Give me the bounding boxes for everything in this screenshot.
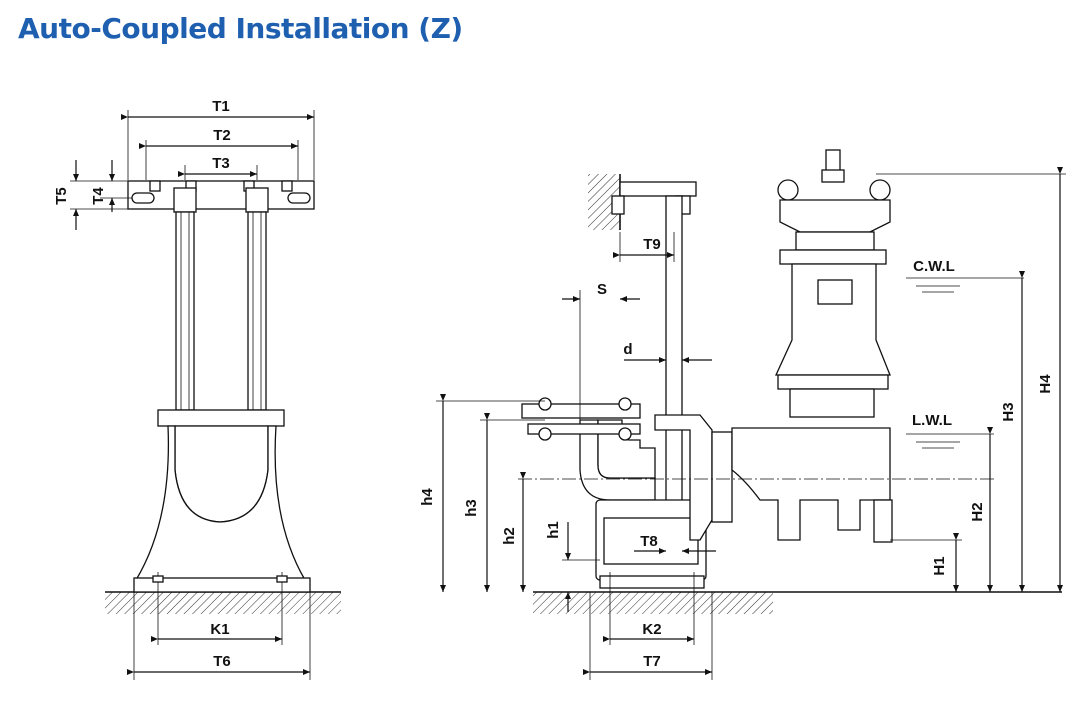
flange-plate xyxy=(157,409,285,427)
label-lwl: L.W.L xyxy=(912,412,952,429)
label-h3-lower: h3 xyxy=(463,499,480,517)
label-d: d xyxy=(623,341,632,358)
guide-rail-right xyxy=(247,211,267,411)
guide-rail-left xyxy=(175,211,195,411)
label-t4: T4 xyxy=(90,187,107,205)
label-t9: T9 xyxy=(643,236,661,253)
label-t6: T6 xyxy=(213,653,231,670)
label-h1-upper: H1 xyxy=(931,556,948,575)
side-view xyxy=(436,149,1066,680)
label-t1: T1 xyxy=(212,98,230,115)
label-k2: K2 xyxy=(642,621,661,638)
label-h2-lower: h2 xyxy=(501,527,518,545)
label-h1-lower: h1 xyxy=(545,521,562,539)
pump-flange xyxy=(711,431,733,523)
floor-hatch-right xyxy=(533,592,773,614)
label-t7: T7 xyxy=(643,653,661,670)
base-stand xyxy=(134,425,307,581)
label-t3: T3 xyxy=(212,155,230,172)
wall-bracket xyxy=(619,181,697,197)
label-h2-upper: H2 xyxy=(969,502,986,521)
label-h4-upper: H4 xyxy=(1037,374,1054,394)
label-s: S xyxy=(597,281,607,298)
label-cwl: C.W.L xyxy=(913,258,955,275)
label-t5: T5 xyxy=(53,187,70,205)
label-t2: T2 xyxy=(213,127,231,144)
label-h4-lower: h4 xyxy=(419,488,436,506)
page-title: Auto-Coupled Installation (Z) xyxy=(18,12,463,45)
base-foot-left xyxy=(133,577,311,593)
label-t8: T8 xyxy=(640,533,658,550)
floor-hatch-left xyxy=(105,592,341,614)
front-view xyxy=(70,110,341,680)
pump-body xyxy=(731,149,893,543)
label-h3-upper: H3 xyxy=(1000,402,1017,421)
outlet-flange xyxy=(521,403,641,419)
label-k1: K1 xyxy=(210,621,229,638)
